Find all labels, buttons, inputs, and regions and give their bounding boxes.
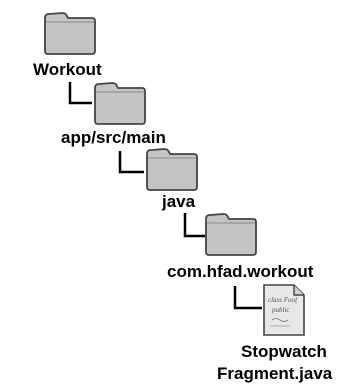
file-label-line1: Stopwatch — [241, 342, 327, 361]
folder-label-workout: Workout — [33, 60, 102, 79]
folder-label-com-hfad-workout: com.hfad.workout — [167, 262, 314, 281]
folder-label-app-src-main: app/src/main — [61, 128, 166, 147]
file-label-line2: Fragment.java — [217, 364, 333, 383]
file-scribble-line2: public — [271, 306, 290, 314]
folder-icon — [205, 213, 257, 256]
folder-icon — [44, 12, 96, 55]
file-scribble-line1: class Foo{ — [268, 296, 298, 304]
folder-icon — [146, 148, 198, 191]
java-file-icon: class Foo{ public — [263, 284, 305, 336]
folder-label-java: java — [162, 192, 196, 211]
folder-icon — [94, 82, 146, 125]
